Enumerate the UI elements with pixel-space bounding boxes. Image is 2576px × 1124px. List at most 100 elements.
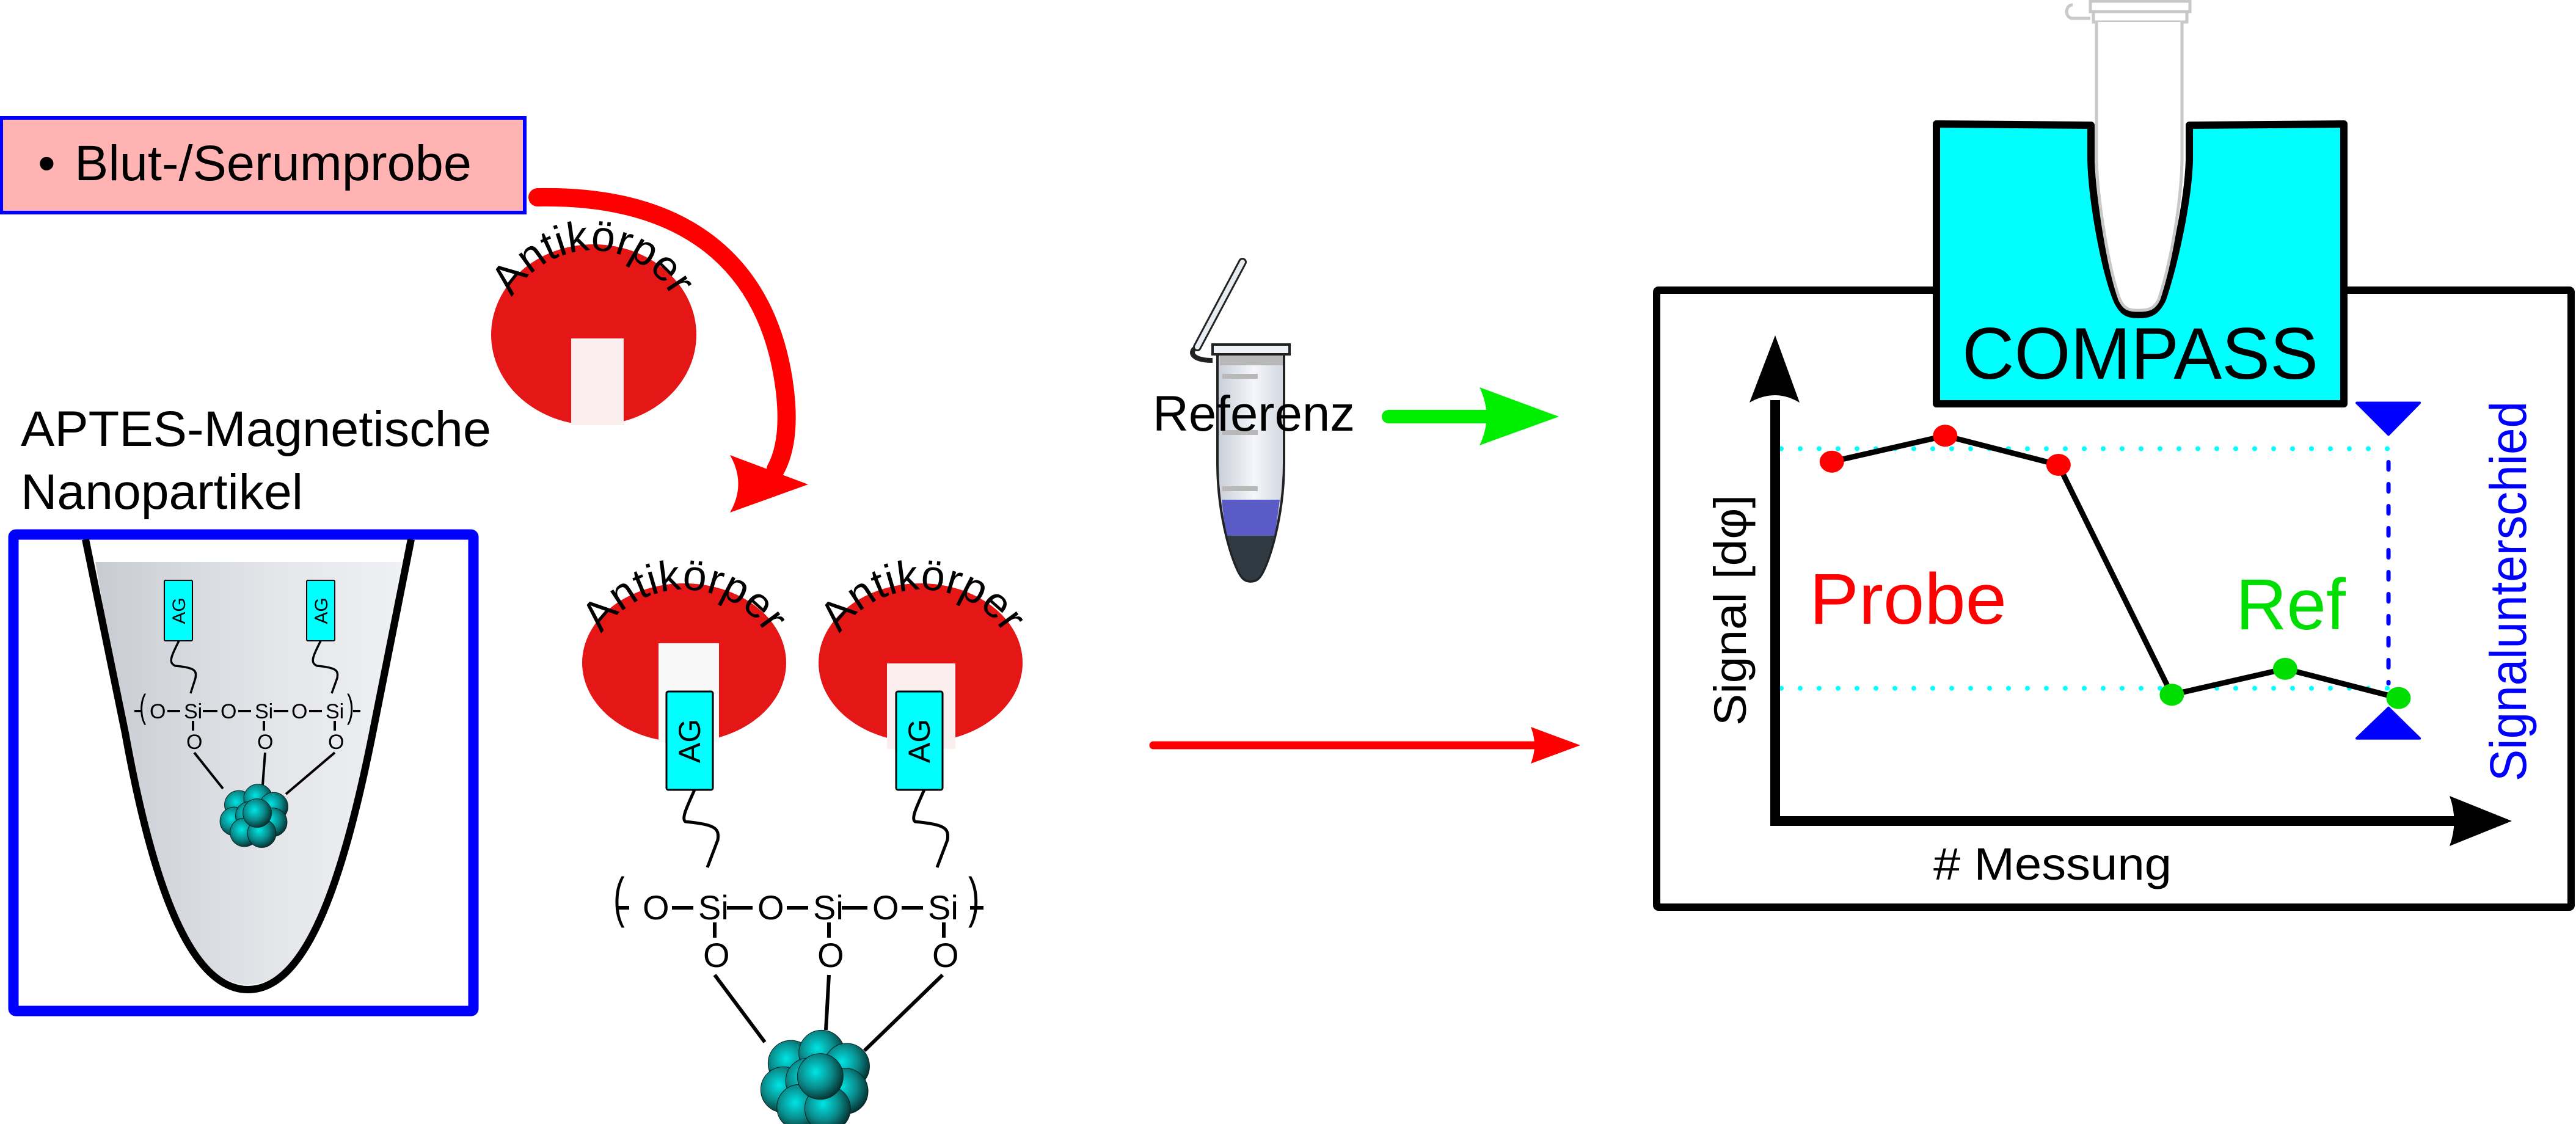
difference-arrowhead-top [2355, 401, 2421, 436]
nanoparticle-label-line2: Nanopartikel [21, 464, 303, 520]
linker-3 [682, 789, 720, 868]
y-axis-arrowhead [1750, 335, 1800, 403]
antigen-small-2: AG [306, 580, 335, 641]
magnetic-nanoparticle-small [219, 784, 288, 848]
oxygen: O [757, 888, 784, 927]
nanoparticle-label-line1: APTES-Magnetische [21, 401, 491, 457]
tube-cap-rim [2092, 10, 2189, 24]
data-point-ref [2272, 657, 2297, 680]
oxygen: O [643, 888, 670, 927]
device-sample-tube [2065, 0, 2192, 24]
signal-difference-marker [2355, 401, 2421, 740]
data-point-ref [2159, 684, 2184, 706]
reference-arrow [1382, 387, 1559, 445]
silicon: Si [326, 700, 344, 723]
linker-1 [170, 640, 197, 694]
device-body [1933, 120, 2348, 407]
silicon: Si [698, 888, 729, 927]
antigen-box [895, 690, 944, 791]
antigen-label: AG [169, 597, 189, 624]
annotation-ref: Ref [2236, 564, 2346, 645]
antigen-large-2: AG [895, 690, 944, 791]
tube-outline [82, 538, 415, 994]
oxygen: O [221, 700, 236, 723]
silane-chain-small: ( O Si O Si O Si ) O [134, 688, 360, 795]
antibody-body [819, 583, 1023, 742]
oxygen: O [186, 731, 202, 754]
magnetic-nanoparticle-large [760, 1029, 870, 1124]
annotation-probe: Probe [1809, 559, 2007, 640]
device-label: COMPASS [1962, 313, 2318, 395]
sample-to-binding-arrow [528, 188, 808, 513]
oxygen: O [291, 700, 307, 723]
reference-label: Referenz [1153, 386, 1355, 442]
oxygen: O [703, 936, 730, 974]
oxygen: O [817, 936, 844, 974]
tube-cap [1211, 343, 1291, 356]
y-axis-label: Signal [dφ] [1705, 495, 1756, 726]
antibody-body [491, 244, 696, 425]
data-point-probe [1819, 450, 1844, 473]
curved-arrow-head [730, 455, 808, 513]
silicon: Si [255, 700, 273, 723]
compass-device: COMPASS [1933, 22, 2348, 407]
data-point-ref [2386, 687, 2411, 709]
signal-chart: # Messung Signal [dφ] Probe Ref Signalun… [1705, 335, 2537, 889]
reference-arrow-head [1480, 387, 1559, 445]
tube-liquid [1222, 500, 1280, 536]
antigen-label: AG [312, 597, 332, 624]
antigen-label: AG [673, 719, 707, 763]
antigen-large-1: AG [665, 690, 714, 791]
x-axis-label: # Messung [1933, 839, 2172, 889]
device-tube-body [2095, 22, 2184, 312]
tube-hinge [2065, 3, 2090, 20]
bracket-open: ( [613, 866, 625, 928]
tube-pellet [1227, 536, 1274, 581]
reference-levels [1779, 446, 2397, 691]
antigen-small-1: AG [164, 580, 193, 641]
chain-bonds [134, 710, 360, 795]
tube-cap [2089, 0, 2192, 13]
antigen-box [665, 690, 714, 791]
difference-arrowhead-bottom [2355, 706, 2421, 740]
antigen-label: AG [902, 719, 936, 763]
bracket-open: ( [139, 688, 146, 725]
silane-chain-large: ( O Si O Si O Si ) O O O [613, 866, 983, 1053]
annotation-signal-difference: Signalunterschied [2479, 401, 2537, 781]
curved-arrow-shaft [528, 188, 796, 478]
sample-label: Blut-/Serumprobe [75, 136, 472, 191]
bracket-close: ) [347, 688, 354, 725]
series-points [1819, 425, 2411, 709]
bracket-close: ) [968, 866, 980, 928]
tube-graduation [1222, 374, 1258, 379]
oxygen: O [872, 888, 899, 927]
measurement-arrow [1149, 727, 1580, 764]
silicon: Si [813, 888, 844, 927]
data-point-probe [1933, 425, 1958, 447]
measurement-arrow-head [1531, 727, 1580, 764]
antibody-binding-site [571, 338, 624, 425]
linker-4 [912, 789, 950, 868]
sample-box-frame [0, 116, 527, 214]
tube-graduation [1222, 486, 1258, 491]
linker-2 [312, 640, 339, 694]
free-antibody: Antikörper [481, 211, 705, 425]
nanoparticle-tube-panel: AG AG ( O Si O Si O Si ) [8, 529, 479, 1016]
oxygen: O [257, 731, 273, 754]
reference-tube: Referenz [1153, 258, 1355, 583]
tube-band [1220, 356, 1283, 365]
oxygen: O [328, 731, 344, 754]
oxygen: O [932, 936, 959, 974]
data-point-probe [2046, 454, 2071, 476]
nanoparticle-sphere [797, 1053, 844, 1100]
silicon: Si [184, 700, 202, 723]
silicon: Si [928, 888, 958, 927]
chain-bonds [616, 906, 983, 1053]
series-lines [1831, 432, 2399, 701]
tube-graduation [1222, 430, 1258, 435]
x-axis-arrowhead [2450, 796, 2512, 846]
series-line [1831, 432, 2399, 701]
sample-bullet: • [38, 136, 56, 191]
oxygen: O [150, 700, 166, 723]
